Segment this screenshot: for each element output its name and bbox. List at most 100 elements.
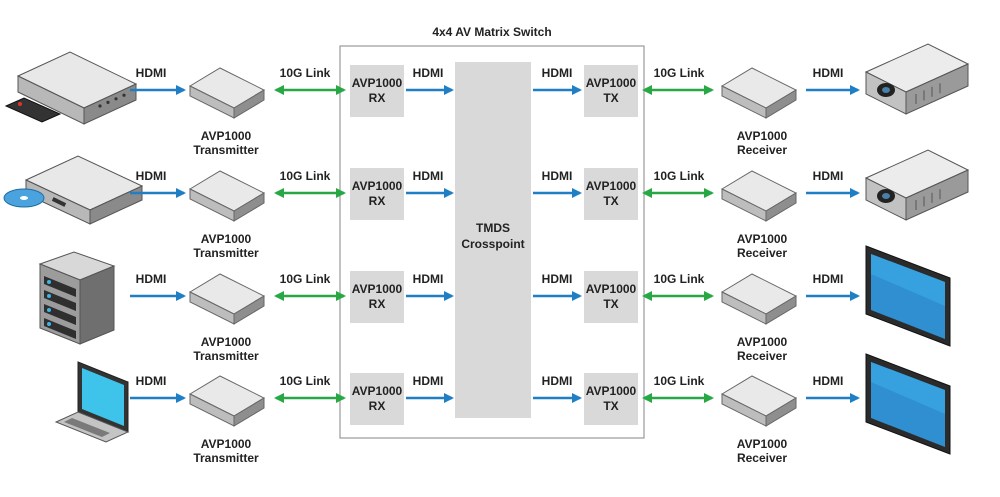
receiver-box-icon [720,67,798,119]
server-bay [44,276,76,297]
server-led [47,294,51,298]
receiver-label-line1: AVP1000 [737,232,788,246]
hdmi-label: HDMI [136,169,167,183]
tmds-crosspoint-block [455,62,531,418]
projector-side [905,169,969,221]
server-bay [44,290,76,311]
remote-button [18,102,22,106]
crosspoint-label-line1: TMDS [476,221,510,235]
hdmi-label: HDMI [542,374,573,388]
crosspoint-label-line2: Crosspoint [461,237,524,251]
display-glare [871,362,945,414]
box-side [765,295,797,325]
rx-module-label-line1: AVP1000 [352,282,403,296]
link-label: 10G Link [654,66,705,80]
transmitter-box-icon [188,375,266,427]
transmitter-box-icon [188,273,266,325]
stb-button [98,104,102,108]
server-side [79,265,115,345]
tx-module-label-line1: AVP1000 [586,282,637,296]
disc-hole [20,196,28,200]
source-device-icon [4,51,138,125]
transmitter-label-line1: AVP1000 [201,232,252,246]
tx-module [584,271,638,323]
hdmi-label: HDMI [136,374,167,388]
transmitter-label-line1: AVP1000 [201,335,252,349]
hdmi-label: HDMI [136,66,167,80]
receiver-label-line2: Receiver [737,143,787,157]
server-led [47,322,51,326]
switch-title: 4x4 AV Matrix Switch [432,25,551,39]
display-device-icon [865,353,951,455]
projector-lens-glass [882,193,890,199]
hdmi-label: HDMI [542,169,573,183]
hdmi-label: HDMI [413,374,444,388]
transmitter-label-line2: Transmitter [193,143,259,157]
rx-module-label-line1: AVP1000 [352,384,403,398]
hdmi-label: HDMI [813,272,844,286]
receiver-box-icon [720,273,798,325]
hdmi-label: HDMI [136,272,167,286]
rx-module [350,168,404,220]
receiver-label-line2: Receiver [737,451,787,465]
rx-module-label-line1: AVP1000 [352,179,403,193]
projector-lens-glass [882,87,890,93]
link-label: 10G Link [280,272,331,286]
hdmi-label: HDMI [413,66,444,80]
tx-module-label-line2: TX [603,91,618,105]
link-label: 10G Link [280,169,331,183]
tx-module-label-line1: AVP1000 [586,76,637,90]
tx-module [584,65,638,117]
stb-button [114,97,118,101]
link-label: 10G Link [654,169,705,183]
link-label: 10G Link [280,66,331,80]
tx-module-label-line2: TX [603,297,618,311]
server-bay [44,318,76,339]
rx-module [350,65,404,117]
receiver-label-line1: AVP1000 [737,335,788,349]
display-device-icon [864,149,970,221]
player-display [51,197,67,207]
receiver-label-line1: AVP1000 [737,437,788,451]
stb-button [122,93,126,97]
source-device-icon [54,361,130,443]
receiver-label-line1: AVP1000 [737,129,788,143]
rx-module-label-line2: RX [369,194,386,208]
stb-button [106,100,110,104]
hdmi-label: HDMI [413,169,444,183]
projector-side [905,63,969,115]
tx-module-label-line1: AVP1000 [586,384,637,398]
laptop-screen [82,368,124,426]
box-side [233,89,265,119]
link-label: 10G Link [280,374,331,388]
source-device-icon [3,155,144,225]
server-bay [44,304,76,325]
hdmi-label: HDMI [813,169,844,183]
transmitter-label-line1: AVP1000 [201,129,252,143]
hdmi-label: HDMI [413,272,444,286]
display-device-icon [865,245,951,347]
rx-module [350,271,404,323]
rx-module-label-line1: AVP1000 [352,76,403,90]
hdmi-label: HDMI [542,66,573,80]
hdmi-label: HDMI [813,66,844,80]
transmitter-box-icon [188,67,266,119]
tx-module-label-line2: TX [603,399,618,413]
transmitter-box-icon [188,170,266,222]
transmitter-label-line2: Transmitter [193,451,259,465]
tx-module [584,168,638,220]
tx-module-label-line2: TX [603,194,618,208]
receiver-label-line2: Receiver [737,349,787,363]
laptop-keyboard [64,418,110,437]
source-device-icon [38,251,116,345]
tx-module [584,373,638,425]
server-led [47,308,51,312]
box-side [765,192,797,222]
display-device-icon [864,43,970,115]
transmitter-label-line2: Transmitter [193,246,259,260]
